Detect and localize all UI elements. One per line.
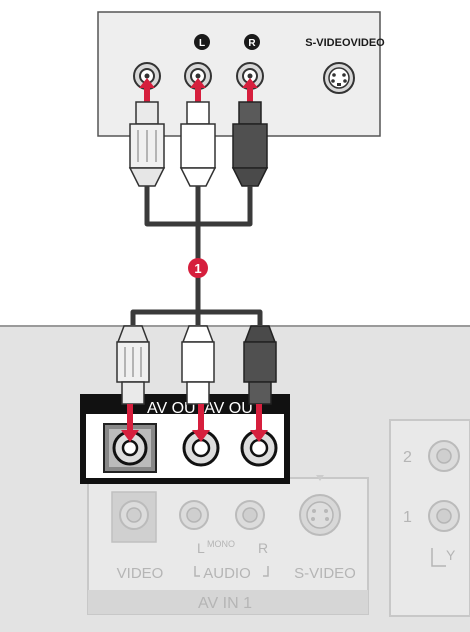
top-audio-right-plug [231, 101, 269, 187]
cable-callout-badge: 1 [188, 258, 208, 278]
av-in-l-label: L [197, 540, 205, 556]
component-number-2: 2 [403, 449, 412, 466]
component-y-label: Y [446, 547, 456, 563]
av-in-svideo-label: S-VIDEO [294, 565, 356, 582]
left-channel-label: L [199, 38, 205, 49]
bottom-audio-right-plug [243, 325, 277, 405]
bottom-audio-left-plug [181, 325, 215, 405]
av-out-red-arrows [121, 404, 268, 442]
device-svideo-label: S-VIDEOVIDEO [305, 37, 385, 49]
av-in-section: L MONO R VIDEO AUDIO S-VIDEO AV IN 1 [87, 475, 369, 615]
av-in-r-label: R [258, 540, 268, 556]
av-in-video-jack [111, 491, 157, 543]
top-video-plug [128, 101, 166, 187]
tv-panel: L MONO R VIDEO AUDIO S-VIDEO AV IN 1 2 1 [0, 325, 470, 632]
av-cable [130, 186, 263, 326]
av-out-section: AV OUTAV OUT [80, 394, 290, 484]
av-in-audio-label: AUDIO [203, 565, 251, 582]
av-in-title: AV IN 1 [198, 595, 252, 612]
component-number-1: 1 [403, 509, 412, 526]
av-in-mono-label: MONO [207, 539, 235, 549]
right-channel-label: R [248, 38, 256, 49]
component-in-section: 2 1 Y [389, 419, 470, 617]
right-channel-badge: R [244, 34, 260, 50]
av-out-video-jack [103, 423, 157, 473]
left-channel-badge: L [194, 34, 210, 50]
cable-callout-number: 1 [194, 261, 201, 276]
device-red-arrows [139, 78, 258, 106]
device-audio-left-jack [184, 62, 212, 90]
av-out-label: AV OUTAV OUT [147, 400, 263, 417]
av-in-video-label: VIDEO [117, 565, 164, 582]
device-audio-right-jack [236, 62, 264, 90]
top-audio-left-plug [179, 101, 217, 187]
av-in-audio-left-jack [179, 500, 209, 530]
av-in-svideo-jack [299, 475, 341, 536]
device-svideo-jack [323, 62, 355, 94]
bottom-video-plug [116, 325, 150, 405]
av-out-audio-left-jack [182, 429, 220, 467]
av-in-audio-right-jack [235, 500, 265, 530]
